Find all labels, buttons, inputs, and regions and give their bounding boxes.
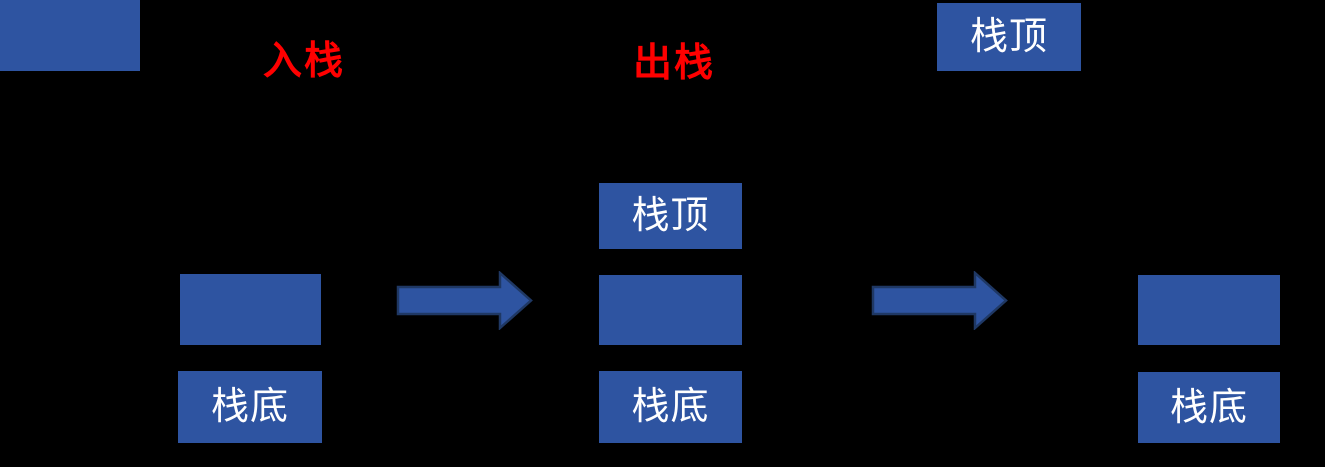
right-arrow-icon: [871, 271, 1008, 330]
stack3-bottom-cell: 栈底: [1138, 372, 1280, 443]
stack2-bottom-cell: 栈底: [599, 371, 742, 443]
push-label: 入栈: [263, 40, 346, 83]
stack1-bottom-cell: 栈底: [178, 371, 322, 443]
pop-label: 出栈: [633, 42, 716, 85]
right-arrow-icon: [396, 271, 533, 330]
stack-top-label-box: 栈顶: [937, 3, 1081, 71]
stack2-top-cell: 栈顶: [599, 183, 742, 249]
stack2-element-cell: [599, 275, 742, 345]
stack3-element-cell: [1138, 275, 1280, 345]
stack1-element-cell: [180, 274, 321, 345]
corner-box: [0, 0, 140, 71]
